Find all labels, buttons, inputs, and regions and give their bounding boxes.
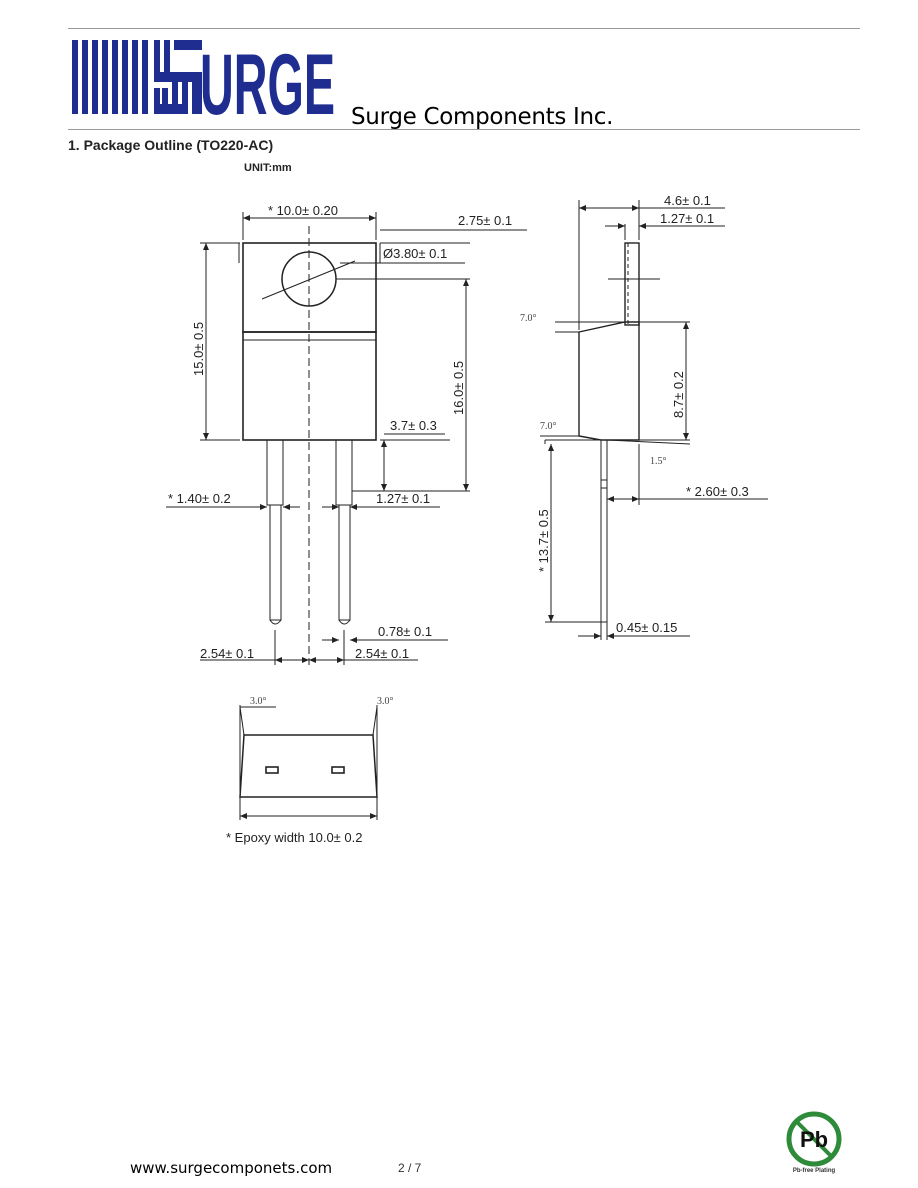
dim-pitch-left: 2.54± 0.1	[200, 646, 254, 661]
dim-pitch-right: 2.54± 0.1	[355, 646, 409, 661]
angle-top: 7.0°	[520, 313, 537, 324]
header-top-rule	[68, 28, 860, 29]
company-name: Surge Components Inc.	[351, 104, 614, 130]
pb-badge-caption: Pb-free Plating	[793, 1168, 836, 1174]
dim-side-body-height: 8.7± 0.2	[671, 371, 686, 418]
dim-lead-width-upper: * 1.40± 0.2	[168, 491, 231, 506]
dim-width: * 10.0± 0.20	[268, 203, 338, 218]
pb-free-badge-icon: Pb Pb-free Plating	[786, 1111, 842, 1174]
surge-logo: URGE	[72, 38, 335, 118]
dim-total-thickness: 4.6± 0.1	[664, 193, 711, 208]
dim-tab-thickness: 1.27± 0.1	[660, 211, 714, 226]
dim-lead-shoulder: 3.7± 0.3	[390, 418, 437, 433]
section-heading: 1. Package Outline (TO220-AC)	[68, 137, 274, 153]
dim-lead-length: * 13.7± 0.5	[536, 509, 551, 572]
angle-bottom-left: 3.0°	[250, 696, 267, 707]
angle-bottom-right: 3.0°	[377, 696, 394, 707]
footer-page-number: 2 / 7	[398, 1161, 422, 1175]
bottom-view	[239, 705, 378, 820]
dim-lead-offset: * 2.60± 0.3	[686, 484, 749, 499]
dim-body-height: 15.0± 0.5	[191, 322, 206, 376]
angle-lead: 1.5°	[650, 456, 667, 467]
side-view	[540, 200, 768, 640]
front-view	[166, 212, 527, 665]
header-bottom-rule	[68, 129, 860, 130]
epoxy-note: * Epoxy width 10.0± 0.2	[226, 830, 363, 845]
unit-label: UNIT:mm	[244, 162, 292, 174]
footer-website: www.surgecomponets.com	[130, 1159, 333, 1177]
dim-overall-height: 16.0± 0.5	[451, 361, 466, 415]
pb-badge-text: Pb	[800, 1127, 828, 1152]
dim-tab-hole-offset: 2.75± 0.1	[458, 213, 512, 228]
dim-hole-diameter: Ø3.80± 0.1	[383, 246, 447, 261]
logo-text: URGE	[200, 38, 335, 118]
dim-lead-width-lower: 1.27± 0.1	[376, 491, 430, 506]
dim-lead-thickness: 0.78± 0.1	[378, 624, 432, 639]
angle-bottom: 7.0°	[540, 421, 557, 432]
dim-lead-thk: 0.45± 0.15	[616, 620, 677, 635]
